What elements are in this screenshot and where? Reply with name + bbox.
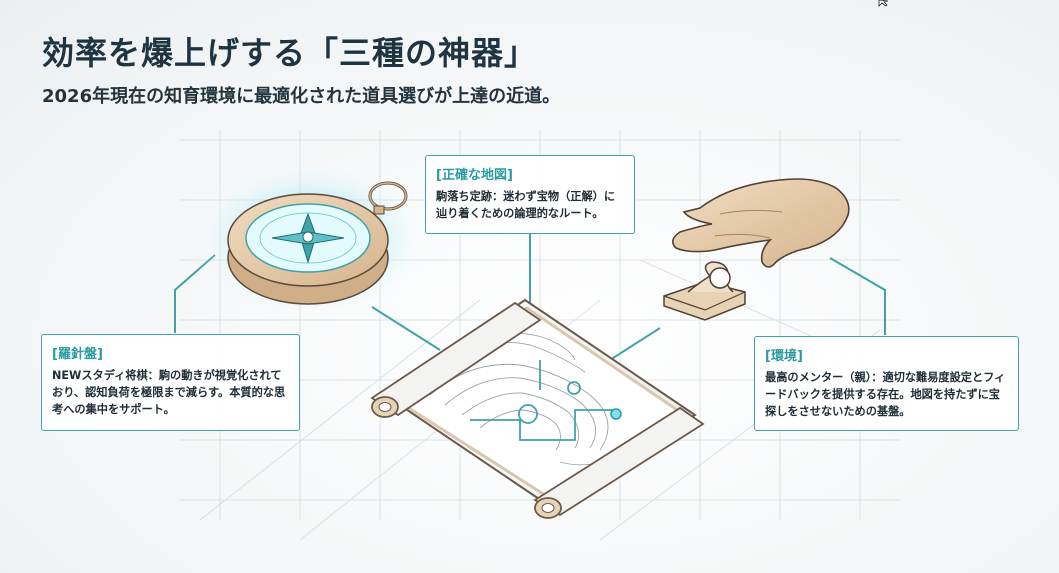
card-map-title: [正確な地図]: [436, 168, 513, 183]
card-map: [正確な地図] 駒落ち定跡：迷わず宝物（正解）に辿り着くための論理的なルート。: [425, 155, 635, 234]
card-environment-body: 最高のメンター（親）：適切な難易度設定とフィードバックを提供する存在。地図を持た…: [765, 371, 1006, 418]
card-map-body: 駒落ち定跡：迷わず宝物（正解）に辿り着くための論理的なルート。: [436, 190, 616, 220]
card-environment: [環境] 最高のメンター（親）：適切な難易度設定とフィードバックを提供する存在。…: [754, 336, 1019, 431]
hand-icon: [672, 178, 850, 268]
page-subtitle: 2026年現在の知育環境に最適化された道具選びが上達の近道。: [42, 86, 561, 107]
page-title: 効率を爆上げする「三種の神器」: [42, 34, 538, 72]
card-compass: [羅針盤] NEWスタディ将棋：駒の動きが視覚化されており、認知負荷を極限まで減…: [41, 334, 300, 431]
card-compass-body: NEWスタディ将棋：駒の動きが視覚化されており、認知負荷を極限まで減らす。本質的…: [52, 369, 286, 416]
map-scroll-icon: [370, 298, 705, 519]
compass-icon: [190, 160, 430, 320]
chess-piece-icon: [663, 261, 746, 321]
card-compass-title: [羅針盤]: [52, 347, 103, 362]
card-environment-title: [環境]: [765, 349, 803, 364]
cursor-icon: [878, 0, 889, 7]
